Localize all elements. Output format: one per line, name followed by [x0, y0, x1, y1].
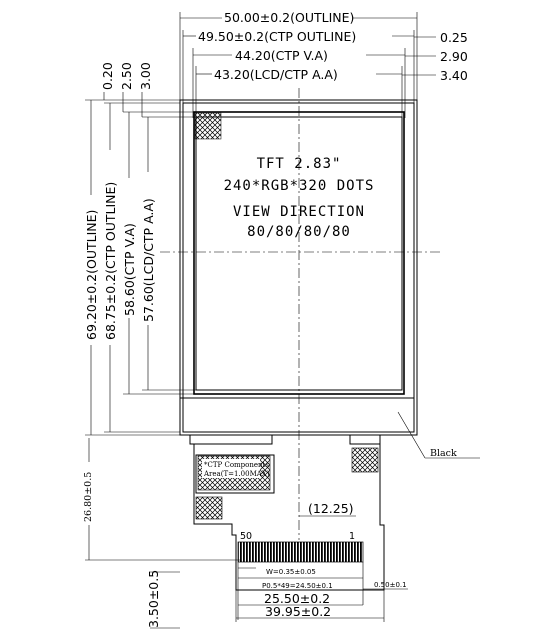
dim-ctp-outline-height: 68.75±0.2(CTP OUTLINE) [103, 182, 118, 340]
display-model: TFT 2.83" [257, 156, 342, 172]
dim-top-250: 2.50 [119, 62, 134, 90]
ctp-note-bg [202, 459, 260, 478]
fpc-cable [189, 435, 385, 591]
dim-lcd-aa-height: 57.60(LCD/CTP A.A) [141, 198, 156, 322]
dim-pitch: P0.5*49=24.50±0.1 [262, 582, 333, 590]
dim-ctp-outline-width: 49.50±0.2(CTP OUTLINE) [198, 29, 356, 44]
dim-fpc-tail: 3.50±0.5 [146, 570, 161, 628]
dim-right-340: 3.40 [440, 68, 468, 83]
black-callout: Black [397, 411, 480, 459]
ctp-note-line1: *CTP Components [204, 461, 269, 469]
pin-label-last: 1 [349, 531, 355, 542]
dim-top-300: 3.00 [138, 62, 153, 90]
corner-marker-pattern [194, 112, 222, 140]
dim-lcd-aa-width: 43.20(LCD/CTP A.A) [214, 67, 338, 82]
module-outline [179, 99, 418, 436]
bottom-dimensions: (12.25) W=0.35±0.05 P0.5*49=24.50±0.1 0.… [235, 501, 408, 622]
fpc-component-small [195, 496, 223, 520]
dim-tail-end: 0.50±0.1 [374, 581, 407, 589]
left-dimensions: 0.20 2.50 3.00 69.20±0.2(OUTLINE) 68.75±… [83, 62, 240, 629]
top-dimensions: 50.00±0.2(OUTLINE) 49.50±0.2(CTP OUTLINE… [179, 10, 468, 118]
display-view-direction: VIEW DIRECTION [233, 204, 365, 220]
display-view-angles: 80/80/80/80 [247, 224, 351, 240]
dim-right-025: 0.25 [440, 30, 468, 45]
fpc-gold-fingers [237, 541, 364, 563]
display-resolution: 240*RGB*320 DOTS [224, 178, 375, 194]
dim-pin-width: W=0.35±0.05 [266, 568, 316, 576]
fpc-component-right [351, 447, 379, 473]
dim-right-290: 2.90 [440, 49, 468, 64]
center-lines [160, 88, 440, 540]
dim-ctp-va-width: 44.20(CTP V.A) [235, 48, 328, 63]
pin-label-first: 50 [240, 531, 252, 542]
dim-outline-height: 69.20±0.2(OUTLINE) [84, 210, 99, 340]
ctp-note-line2: Area(T=1.00MAX) [203, 470, 270, 478]
display-text: TFT 2.83" 240*RGB*320 DOTS VIEW DIRECTIO… [224, 156, 375, 240]
dim-outline-width: 50.00±0.2(OUTLINE) [224, 10, 354, 25]
dim-top-020: 0.20 [100, 62, 115, 90]
dim-ctp-va-height: 58.60(CTP V.A) [122, 223, 137, 316]
dim-contact-width: 25.50±0.2 [264, 591, 330, 606]
dim-offset: (12.25) [308, 501, 354, 516]
dim-fpc-width: 39.95±0.2 [265, 604, 331, 619]
dim-fpc-length: 26.80±0.5 [83, 472, 94, 522]
black-label: Black [430, 448, 457, 459]
